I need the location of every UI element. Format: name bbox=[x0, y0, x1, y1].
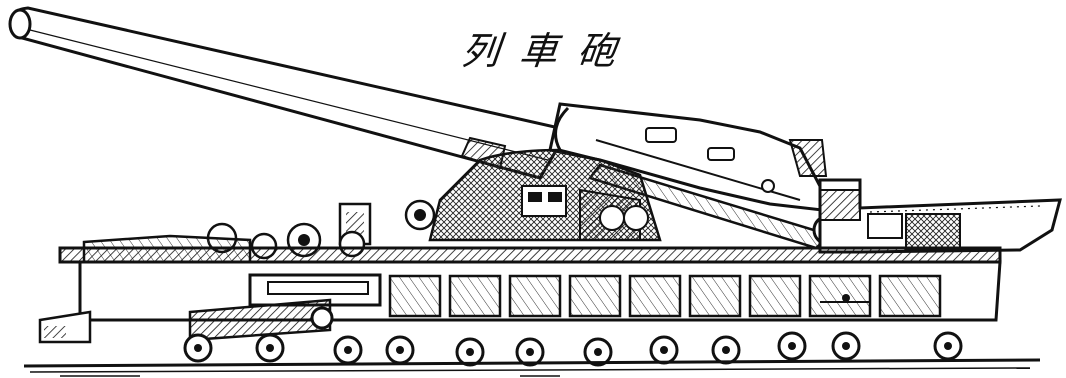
rear-superstructure bbox=[818, 178, 1062, 254]
rails bbox=[23, 358, 1041, 377]
mechanism-housing bbox=[404, 148, 662, 242]
gun-barrel bbox=[8, 6, 571, 180]
main-frame bbox=[58, 246, 1002, 322]
